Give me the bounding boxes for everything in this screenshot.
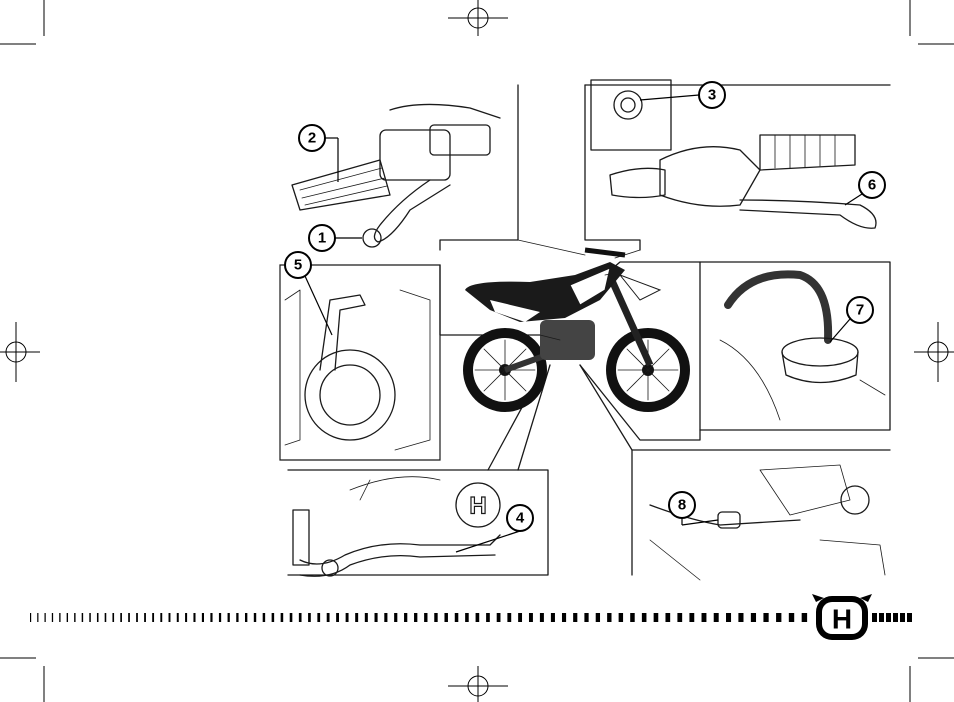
svg-text:H: H [832, 604, 852, 635]
logo-mark: H [812, 594, 872, 640]
